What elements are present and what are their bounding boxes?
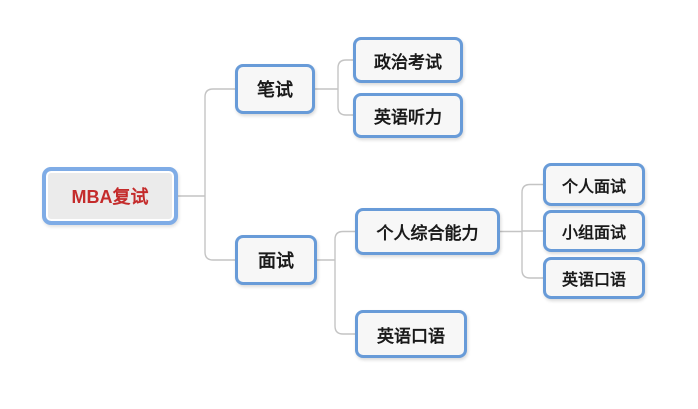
node-mba-review[interactable]: MBA复试 bbox=[42, 167, 178, 225]
node-english-speaking-sub-label: 英语口语 bbox=[561, 272, 626, 289]
node-group-interview-label: 小组面试 bbox=[561, 225, 626, 242]
node-interview[interactable]: 面试 bbox=[235, 235, 317, 285]
node-personal-comprehensive-ability-label: 个人综合能力 bbox=[376, 224, 479, 243]
node-mba-review-label: MBA复试 bbox=[71, 187, 149, 207]
node-english-listening[interactable]: 英语听力 bbox=[353, 93, 463, 138]
connector-ability-to-children bbox=[521, 183, 543, 279]
connector-root-to-level1 bbox=[204, 88, 235, 261]
node-english-speaking-label: 英语口语 bbox=[377, 326, 445, 346]
connector-written-to-children bbox=[337, 59, 353, 116]
node-personal-interview[interactable]: 个人面试 bbox=[543, 163, 645, 206]
node-group-interview[interactable]: 小组面试 bbox=[543, 210, 645, 252]
node-personal-comprehensive-ability[interactable]: 个人综合能力 bbox=[355, 208, 500, 255]
node-politics-exam-label: 政治考试 bbox=[374, 52, 442, 72]
node-english-listening-label: 英语听力 bbox=[374, 108, 442, 127]
node-politics-exam[interactable]: 政治考试 bbox=[353, 37, 463, 83]
node-personal-interview-label: 个人面试 bbox=[561, 178, 626, 196]
node-written-test[interactable]: 笔试 bbox=[235, 64, 315, 114]
node-written-test-label: 笔试 bbox=[257, 80, 293, 100]
connector-interview-to-children bbox=[334, 230, 355, 335]
node-english-speaking-sub[interactable]: 英语口语 bbox=[543, 257, 645, 299]
node-english-speaking[interactable]: 英语口语 bbox=[355, 310, 467, 358]
node-interview-label: 面试 bbox=[258, 251, 294, 271]
